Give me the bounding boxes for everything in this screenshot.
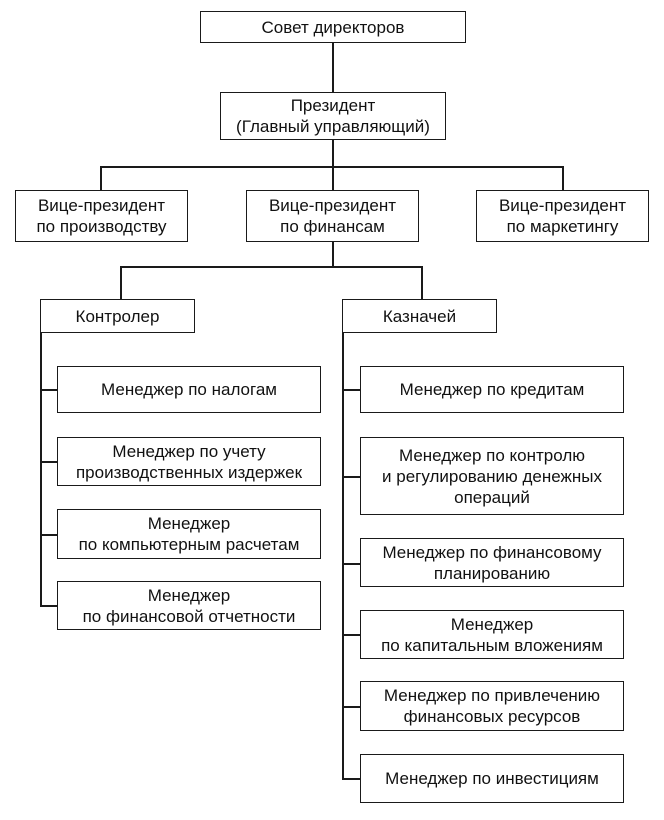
treasurer-tick-1 xyxy=(342,389,360,391)
treasurer-report-planning-label-1: Менеджер по финансовому xyxy=(382,542,602,562)
controller-report-computing-box: Менеджер по компьютерным расчетам xyxy=(57,509,321,559)
vp-finance-label-2: по финансам xyxy=(280,217,385,236)
treasurer-report-funding-label-2: финансовых ресурсов xyxy=(403,707,581,726)
controller-report-cost-label-2: производственных издержек xyxy=(75,462,303,482)
controller-report-reporting-label-2: по финансовой отчетности xyxy=(82,606,296,626)
controller-report-cost-box: Менеджер по учету производственных издер… xyxy=(57,437,321,486)
controller-spine xyxy=(40,332,42,607)
vp-production-box: Вице-президент по производству xyxy=(15,190,188,242)
controller-label: Контролер xyxy=(75,306,160,326)
treasurer-report-capital-label-2: по капитальным вложениям xyxy=(381,635,603,655)
treasurer-tick-6 xyxy=(342,778,360,780)
connector-treasurer xyxy=(421,266,423,299)
treasurer-box: Казначей xyxy=(342,299,497,333)
connector-controller xyxy=(120,266,122,299)
treasurer-report-credit-label-1: Менеджер по кредитам xyxy=(399,380,585,399)
treasurer-report-planning-label-2: планированию xyxy=(433,563,551,583)
president-label-1: Президент xyxy=(290,96,376,115)
connector-board-president xyxy=(332,42,334,92)
vp-production-label-2: по производству xyxy=(36,217,167,236)
board-box: Совет директоров xyxy=(200,11,466,43)
treasurer-tick-3 xyxy=(342,563,360,565)
treasurer-report-cash-box: Менеджер по контролю и регулированию ден… xyxy=(360,437,624,515)
president-label-2: (Главный управляющий) xyxy=(236,117,430,136)
treasurer-report-planning-box: Менеджер по финансовому планированию xyxy=(360,538,624,587)
treasurer-tick-2 xyxy=(342,476,360,478)
vp-production-label-1: Вице-президент xyxy=(37,196,166,215)
controller-tick-2 xyxy=(40,461,57,463)
connector-vp-finance xyxy=(332,166,334,190)
treasurer-report-funding-box: Менеджер по привлечению финансовых ресур… xyxy=(360,681,624,731)
controller-report-reporting-label-1: Менеджер xyxy=(147,585,231,605)
controller-report-tax-box: Менеджер по налогам xyxy=(57,366,321,413)
connector-finance-bus xyxy=(120,266,422,268)
treasurer-report-investment-label-1: Менеджер по инвестициям xyxy=(385,769,599,788)
treasurer-report-cash-label-1: Менеджер по контролю xyxy=(398,445,586,465)
treasurer-report-capital-label-1: Менеджер xyxy=(450,614,534,634)
treasurer-tick-4 xyxy=(342,634,360,636)
treasurer-report-capital-box: Менеджер по капитальным вложениям xyxy=(360,610,624,659)
controller-report-computing-label-1: Менеджер xyxy=(147,514,231,533)
vp-marketing-box: Вице-президент по маркетингу xyxy=(476,190,649,242)
treasurer-report-cash-label-3: операций xyxy=(454,487,530,507)
connector-vp-production xyxy=(100,166,102,190)
connector-vp-finance-bus xyxy=(332,241,334,267)
controller-report-cost-label-1: Менеджер по учету xyxy=(112,441,266,461)
controller-tick-3 xyxy=(40,534,57,536)
controller-report-computing-label-2: по компьютерным расчетам xyxy=(78,535,300,554)
board-label: Совет директоров xyxy=(261,17,405,37)
connector-vp-marketing xyxy=(562,166,564,190)
vp-marketing-label-1: Вице-президент xyxy=(498,196,627,215)
vp-finance-label-1: Вице-президент xyxy=(268,196,397,215)
treasurer-tick-5 xyxy=(342,706,360,708)
vp-finance-box: Вице-президент по финансам xyxy=(246,190,419,242)
controller-box: Контролер xyxy=(40,299,195,333)
treasurer-report-cash-label-2: и регулированию денежных xyxy=(382,466,602,486)
treasurer-report-investment-box: Менеджер по инвестициям xyxy=(360,754,624,803)
controller-report-reporting-box: Менеджер по финансовой отчетности xyxy=(57,581,321,630)
president-box: Президент (Главный управляющий) xyxy=(220,92,446,140)
treasurer-report-credit-box: Менеджер по кредитам xyxy=(360,366,624,413)
controller-tick-4 xyxy=(40,605,57,607)
treasurer-report-funding-label-1: Менеджер по привлечению xyxy=(383,686,601,705)
controller-report-tax-label-1: Менеджер по налогам xyxy=(101,380,277,399)
connector-president-bus xyxy=(332,139,334,166)
treasurer-spine xyxy=(342,332,344,779)
controller-tick-1 xyxy=(40,389,57,391)
vp-marketing-label-2: по маркетингу xyxy=(506,217,619,236)
treasurer-label: Казначей xyxy=(382,306,457,326)
